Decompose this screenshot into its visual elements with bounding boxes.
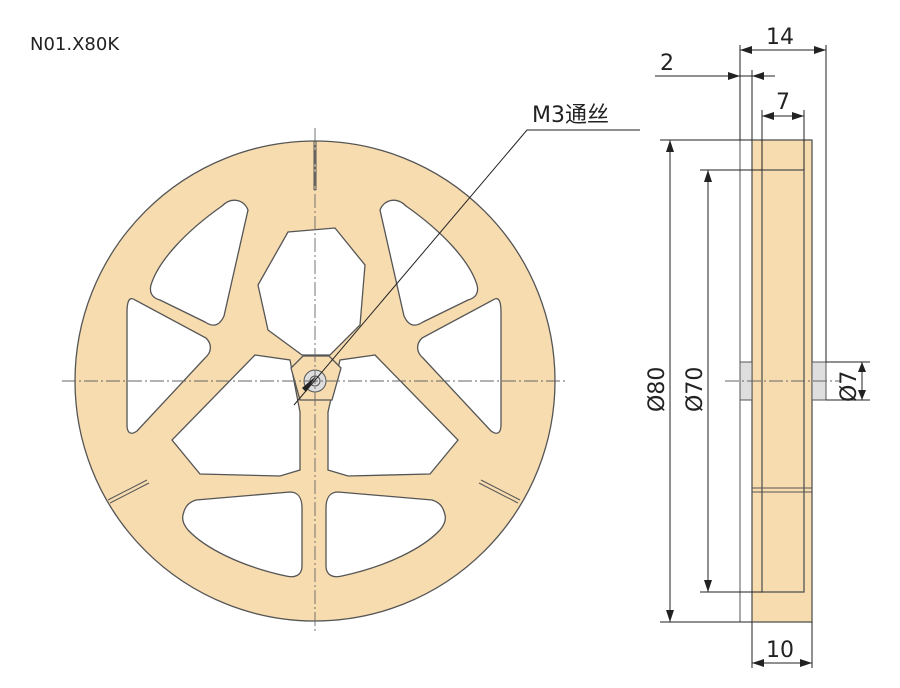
dim-2-arrow-l <box>728 72 740 80</box>
hole-leader-line <box>293 129 640 406</box>
part-number-label: N01.X80K <box>30 34 120 55</box>
dim-groove-width: 7 <box>776 90 790 115</box>
extension-lines <box>660 45 870 668</box>
dim-14-arrow-l <box>740 46 752 54</box>
hole-note-label: M3通丝 <box>532 103 609 128</box>
dim-10-arrow-l <box>752 659 764 667</box>
dim-core-width: 10 <box>766 638 794 663</box>
dim-outer-diameter: Ø80 <box>645 367 670 412</box>
hole-leader-arrow <box>302 376 316 392</box>
dim-7-arrow-r <box>792 112 804 120</box>
dim-d80-arrow-t <box>666 140 674 152</box>
dim-d7-arrow-b <box>858 390 866 400</box>
dim-2-arrow-r <box>752 72 764 80</box>
side-view: 14 2 7 Ø80 Ø70 Ø7 10 <box>645 25 870 668</box>
front-view: M3通丝 <box>62 103 640 634</box>
dim-shaft-diameter: Ø7 <box>837 371 862 402</box>
slit-top <box>313 141 317 190</box>
slit-left <box>107 479 150 504</box>
dim-d80-arrow-b <box>666 610 674 622</box>
slit-right <box>478 479 521 504</box>
dim-d7-arrow-t <box>858 362 866 372</box>
dim-10-arrow-r <box>800 659 812 667</box>
dim-d70-arrow-b <box>704 580 712 592</box>
dim-7-arrow-l <box>762 112 774 120</box>
dim-14-arrow-r <box>814 46 826 54</box>
dim-groove-diameter: Ø70 <box>683 367 708 412</box>
dim-width-total: 14 <box>766 25 794 50</box>
dim-d70-arrow-t <box>704 170 712 182</box>
side-seam <box>752 487 812 493</box>
dim-offset: 2 <box>660 51 674 76</box>
